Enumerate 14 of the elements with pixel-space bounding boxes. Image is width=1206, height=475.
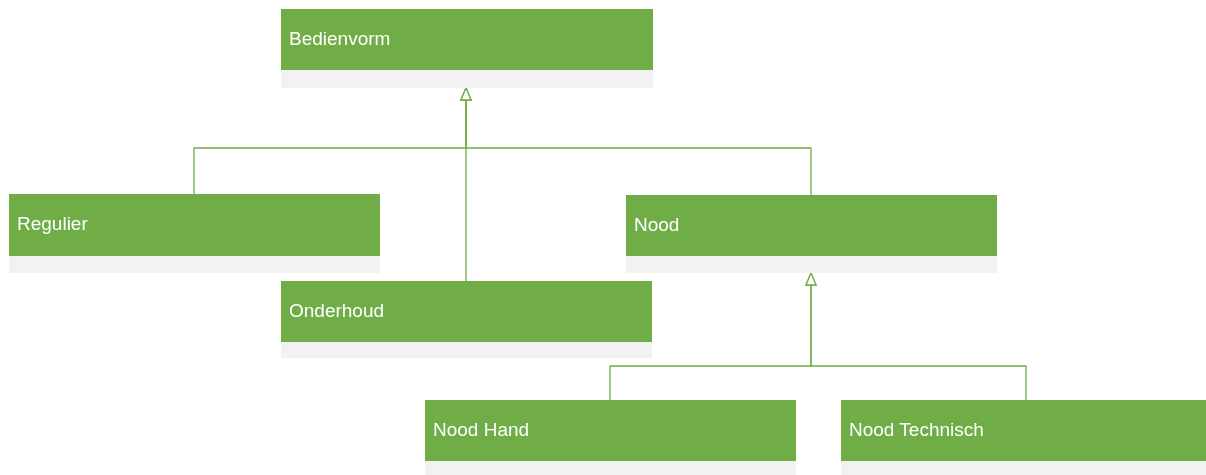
class-box [9,194,380,273]
class-name: Nood [634,213,680,236]
inheritance-arrow [460,87,812,196]
class-name: Nood Technisch [849,418,984,441]
class-box [281,9,653,88]
class-box [626,195,997,273]
class-name: Bedienvorm [289,27,391,50]
class-box [281,281,652,358]
class-name: Onderhoud [289,299,385,322]
inheritance-arrow [805,272,1027,401]
class-box [425,400,796,475]
class-box [841,400,1206,475]
class-name: Regulier [17,213,88,235]
class-name: Nood Hand [433,418,530,441]
